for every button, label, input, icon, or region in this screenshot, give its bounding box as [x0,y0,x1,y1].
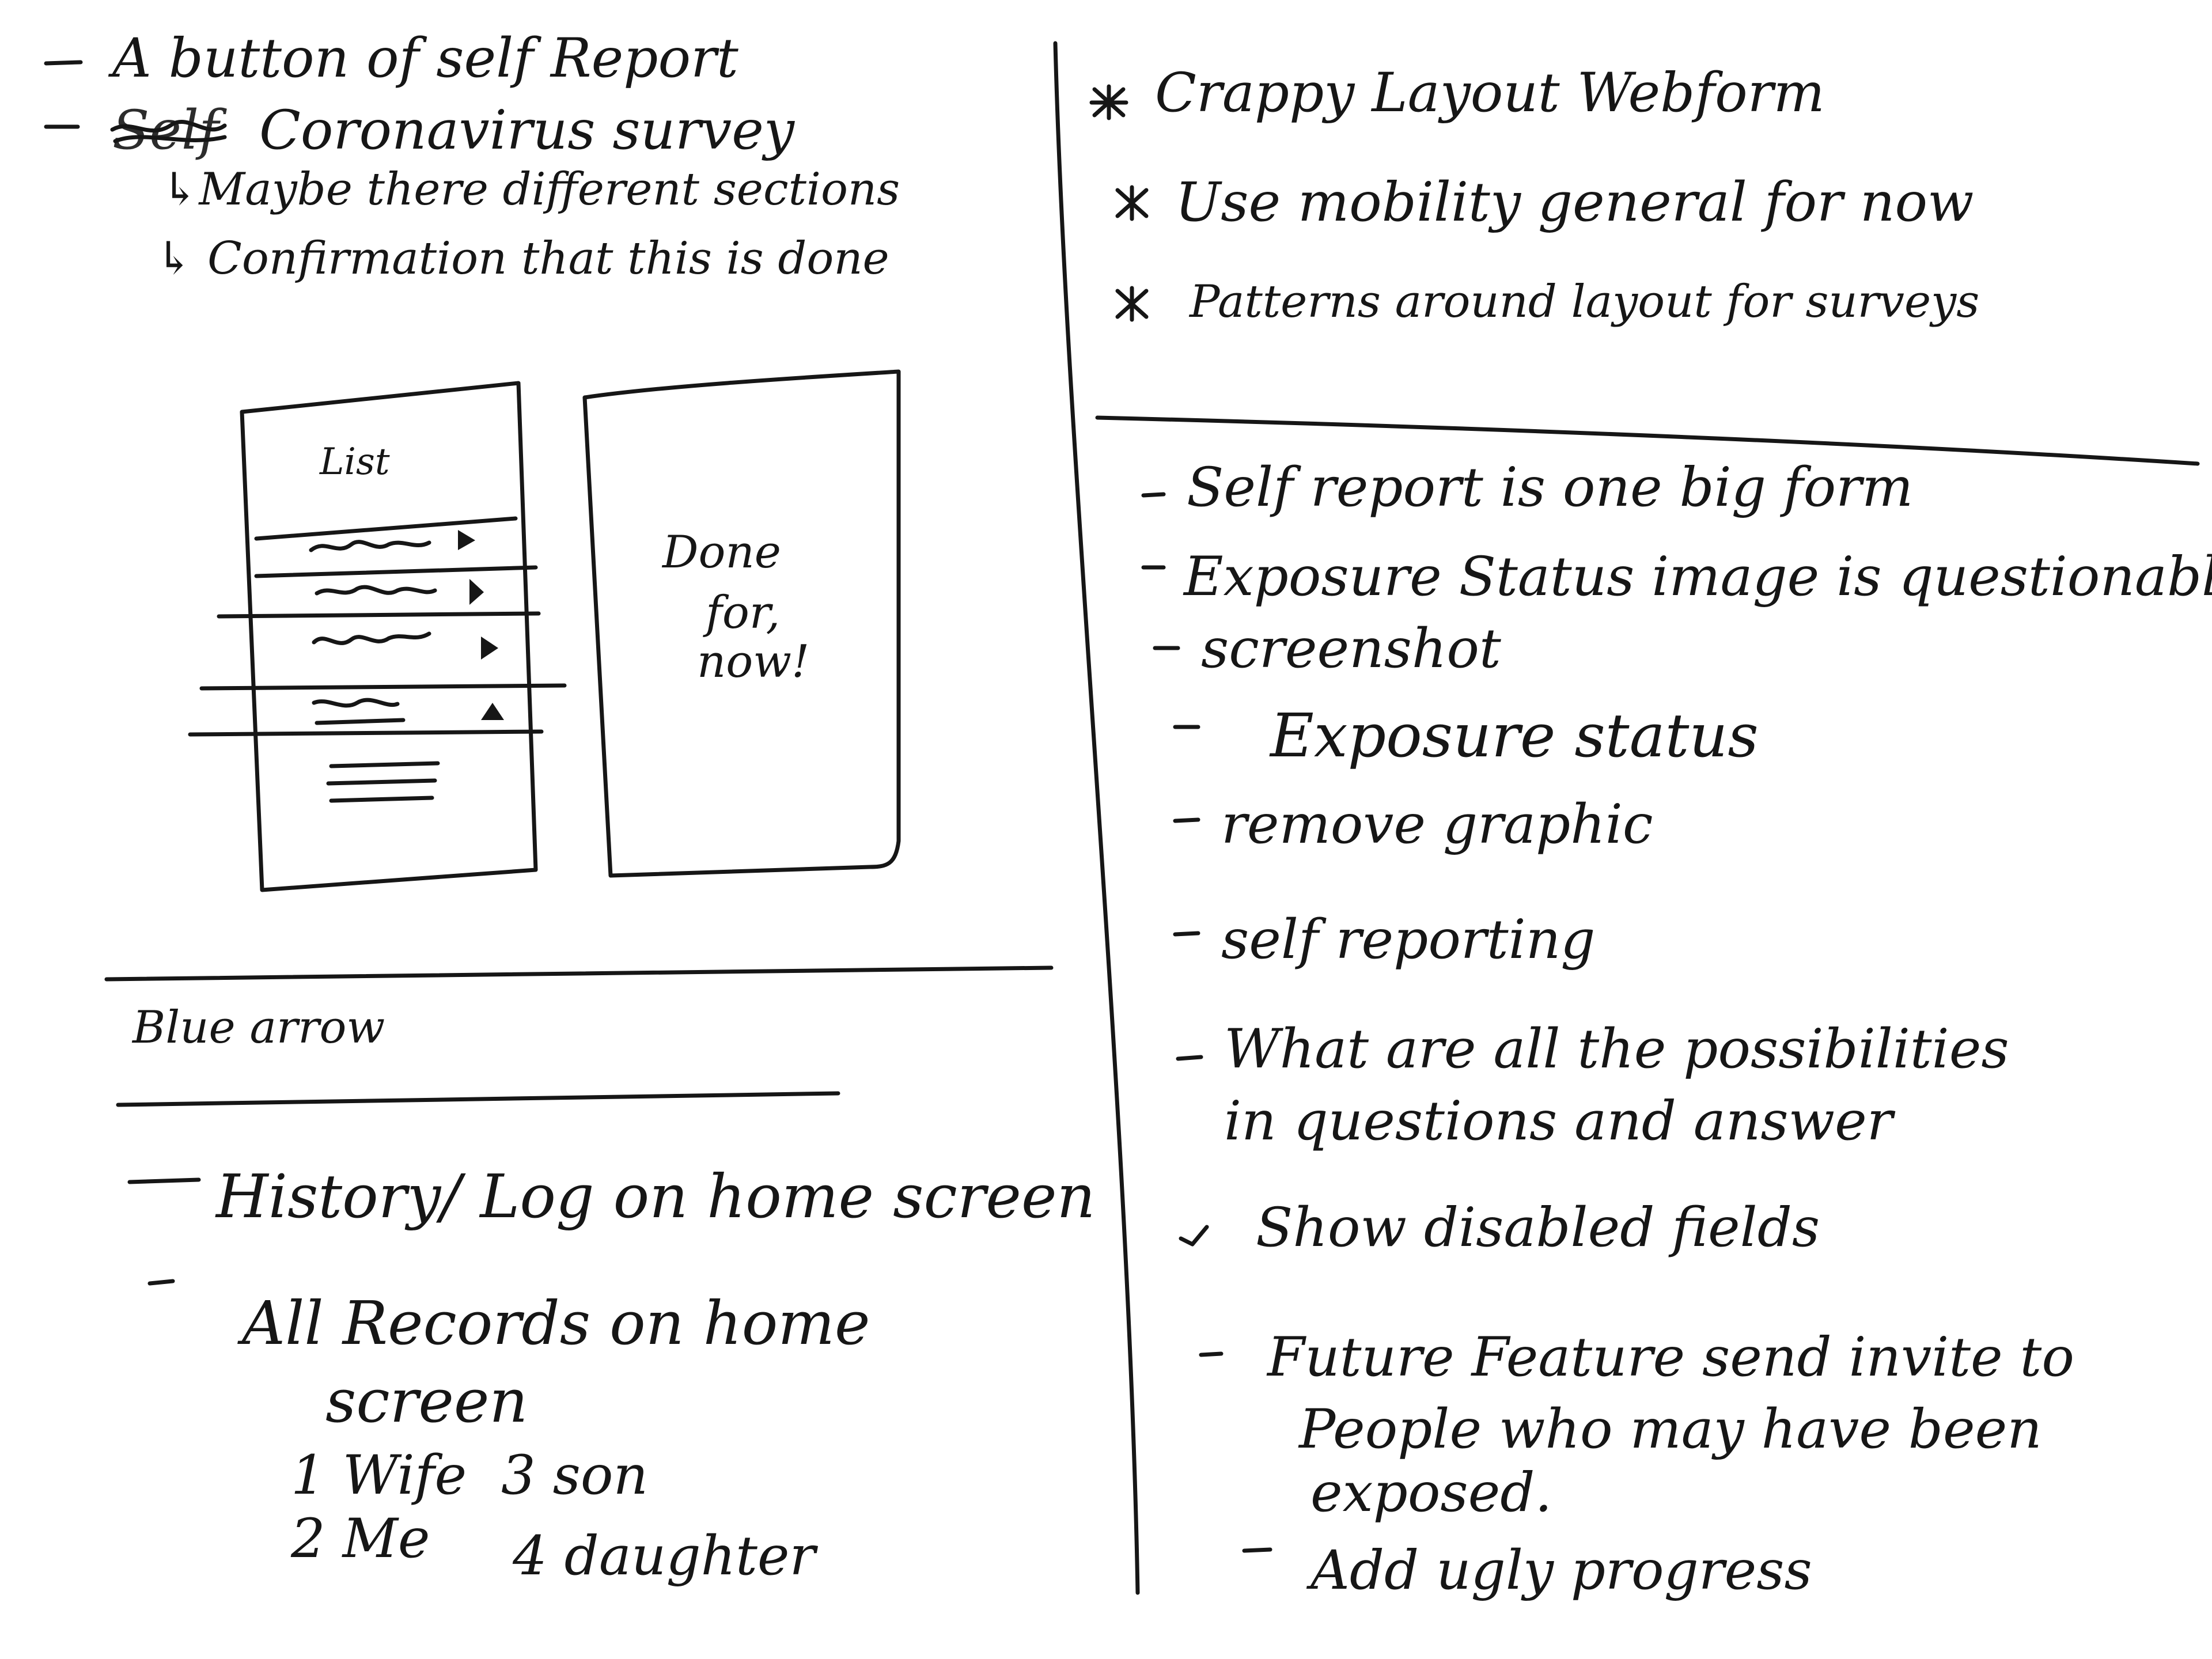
list-row-line-4 [199,683,567,691]
note-confirmation: ↳ Confirmation that this is done [156,233,889,285]
list-row-line-3 [217,611,541,619]
dash-r1 [1141,492,1166,498]
list-row-line-short-1 [315,718,406,725]
dash-r9 [1199,1351,1224,1357]
note-history-log: History/ Log on home screen [216,1161,1096,1232]
asterisk-2 [1115,185,1149,221]
note-future-feature-2: People who may have been [1299,1398,2042,1461]
note-future-feature-3: exposed. [1310,1461,1552,1524]
play-icon [458,530,475,550]
note-all-records-2: screen [325,1366,528,1436]
note-patterns-layout: Patterns around layout for surveys [1190,276,1980,328]
note-ugly-progress: Add ugly progress [1310,1539,1812,1602]
note-all-records-1: All Records on home [242,1288,870,1358]
dash-r10 [1242,1547,1272,1553]
note-crappy-layout: Crappy Layout Webform [1155,62,1825,124]
strikethrough-scribble [110,120,227,143]
note-button-self-report: A button of self Report [112,27,738,90]
right-divider [1095,415,2200,466]
note-remove-graphic: remove graphic [1221,793,1653,856]
sketch-done-line-2: for, [706,587,781,639]
note-future-feature-1: Future Feature send invite to [1267,1326,2074,1389]
note-self-report-form: Self report is one big form [1187,456,1914,519]
note-possibilities-2: in questions and answer [1224,1090,1893,1153]
dash-r5 [1173,817,1200,823]
list-row-line-short-3 [326,778,437,786]
note-family-me: 2 Me [291,1508,430,1570]
note-self-reporting: self reporting [1221,908,1596,971]
note-use-mobility: Use mobility general for now [1175,171,1974,234]
dash-1 [44,60,83,66]
note-family-daughter: 4 daughter [513,1525,816,1588]
note-screenshot: screenshot [1201,618,1501,680]
note-exposure-status: Exposure status [1270,700,1759,771]
dash-r7 [1176,1055,1203,1061]
note-struck-word: Self [112,99,219,162]
note-family-son: 3 son [501,1444,649,1507]
note-possibilities-1: What are all the possibilities [1224,1018,2009,1081]
center-divider-line [1053,41,1140,1595]
list-row-line-1 [254,516,518,541]
left-divider-2 [116,1091,840,1107]
list-row-line-2 [254,565,538,578]
list-row-line-short-2 [329,761,440,768]
check-mark-r8 [1179,1225,1209,1247]
dash-r6 [1173,931,1200,937]
sketch-list-label: List [320,441,390,483]
note-different-sections: ↳Maybe there different sections [161,164,900,215]
note-blue-arrow: Blue arrow [132,1002,385,1054]
play-icon [469,579,484,605]
list-row-squiggle-2 [315,585,437,596]
asterisk-1 [1089,84,1128,120]
dash-history [127,1177,201,1184]
list-row-squiggle-1 [309,540,431,552]
list-row-squiggle-3 [312,631,431,645]
asterisk-3 [1115,286,1149,322]
sketch-done-line-3: now! [697,636,810,688]
list-row-line-short-4 [329,796,434,803]
note-family-wife: 1 Wife [291,1444,467,1507]
note-coronavirus-survey: Coronavirus survey [259,99,794,162]
list-row-line-5 [188,729,544,737]
phone-sketch-done-outline [582,369,901,878]
dash-all-records [147,1279,175,1286]
list-row-squiggle-4 [312,698,400,708]
left-divider-1 [104,965,1054,982]
play-icon [481,637,498,660]
triangle-up-icon [481,703,504,720]
note-exposure-image: Exposure Status image is questionable [1184,546,2212,608]
note-show-disabled: Show disabled fields [1256,1196,1820,1259]
phone-sketch-list-outline [240,381,538,892]
sketch-done-line-1: Done [662,527,781,578]
